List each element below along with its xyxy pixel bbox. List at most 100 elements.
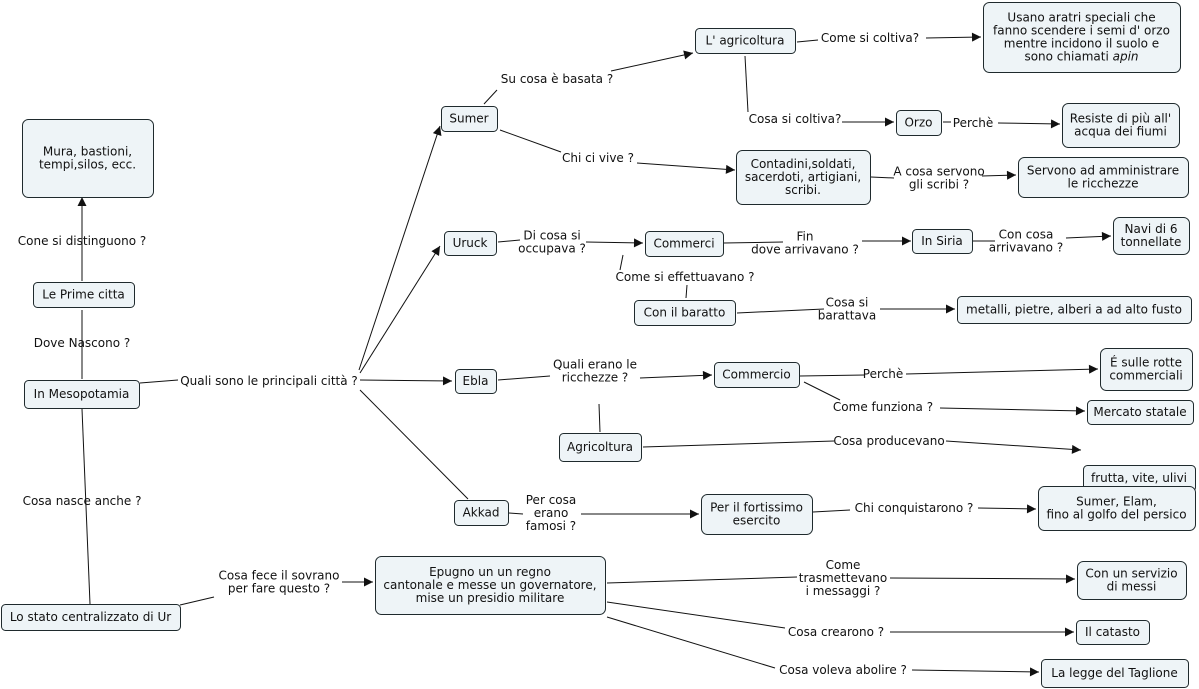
connector-arrow <box>358 125 442 371</box>
connector-line <box>139 379 179 384</box>
concept-node-box <box>1038 486 1196 531</box>
concept-node-taglione[interactable]: La legge del Taglione <box>1041 659 1189 688</box>
concept-node-commerci[interactable]: Commerci <box>645 231 724 257</box>
concept-node-box <box>559 433 642 462</box>
concept-node-box <box>896 110 942 136</box>
link-label-arrivavano-line: arrivavano ? <box>989 241 1063 255</box>
concept-node-messi-line: di messi <box>1107 580 1157 594</box>
concept-node-orzo[interactable]: Orzo <box>896 110 942 136</box>
concept-node-prime-line: Le Prime citta <box>42 288 125 302</box>
concept-node-uruck[interactable]: Uruck <box>444 231 497 256</box>
concept-node-uruck-line: Uruck <box>453 236 488 250</box>
concept-node-catasto[interactable]: Il catasto <box>1076 620 1150 645</box>
concept-node-ebla[interactable]: Ebla <box>455 369 497 394</box>
link-label-perche1-line: Perchè <box>953 116 993 130</box>
concept-node-ur[interactable]: Lo stato centralizzato di Ur <box>1 604 181 631</box>
concept-node-elam-line: Sumer, Elam, <box>1076 495 1157 509</box>
concept-node-box <box>634 300 736 326</box>
concept-node-box <box>24 380 140 409</box>
connector-arrow <box>911 667 1040 677</box>
concept-node-box <box>1087 400 1194 425</box>
concept-node-agri[interactable]: L' agricoltura <box>695 28 796 54</box>
concept-node-frutta[interactable]: frutta, vite, ulivi <box>1083 465 1196 492</box>
concept-node-mercato[interactable]: Mercato statale <box>1087 400 1194 425</box>
concept-node-resiste-line: Resiste di più all' <box>1070 112 1171 126</box>
connector-lines <box>77 32 1112 677</box>
concept-node-contadini-line: Contadini,soldati, <box>751 157 856 171</box>
concept-node-metalli[interactable]: metalli, pietre, alberi a ad alto fusto <box>957 296 1192 324</box>
concept-node-agricoltura[interactable]: Agricoltura <box>559 433 642 462</box>
connector-line <box>598 403 601 433</box>
link-label-principali-line: Quali sono le principali città ? <box>180 374 358 388</box>
link-label-fin_dove-line: dove arrivavano ? <box>751 243 859 257</box>
connector-line <box>359 389 469 500</box>
link-label-distinguono: Cone si distinguono ? <box>18 234 146 248</box>
concept-node-box <box>375 556 606 615</box>
concept-node-taglione-line: La legge del Taglione <box>1051 666 1177 680</box>
connector-arrow <box>585 238 644 248</box>
link-label-messaggi-line: i messaggi ? <box>806 584 881 598</box>
concept-node-baratto[interactable]: Con il baratto <box>634 300 736 326</box>
connector-arrow <box>1065 231 1112 241</box>
concept-node-sumer[interactable]: Sumer <box>441 106 498 132</box>
concept-node-rotte-line: commerciali <box>1109 369 1182 383</box>
link-label-abolire: Cosa voleva abolire ? <box>779 663 907 677</box>
link-label-perche1: Perchè <box>953 116 993 130</box>
connector-line <box>803 381 841 401</box>
concept-node-akkad[interactable]: Akkad <box>454 500 509 526</box>
concept-node-resiste[interactable]: Resiste di più all'acqua dei fiumi <box>1062 103 1180 148</box>
link-label-producevano-line: Cosa producevano <box>833 434 944 448</box>
concept-node-box <box>1018 157 1189 198</box>
link-label-nasce_anche: Cosa nasce anche ? <box>23 494 142 508</box>
concept-node-contadini-line: scribi. <box>785 183 821 197</box>
concept-node-siria[interactable]: In Siria <box>912 229 973 254</box>
concept-node-commercio[interactable]: Commercio <box>714 362 800 388</box>
connector-line <box>619 254 624 271</box>
link-label-sovrano-line: Cosa fece il sovrano <box>219 569 340 583</box>
connector-line <box>736 308 825 314</box>
link-label-barattava-line: Cosa si <box>826 296 869 310</box>
link-label-ricchezze-line: ricchezze ? <box>562 371 629 385</box>
connector-line <box>483 89 498 105</box>
concept-node-mura-line: tempi,silos, ecc. <box>39 158 136 172</box>
concept-node-box <box>455 369 497 394</box>
concept-node-akkad-line: Akkad <box>463 506 500 520</box>
link-label-principali: Quali sono le principali città ? <box>180 374 358 388</box>
concept-node-box <box>454 500 509 526</box>
concept-node-box <box>441 106 498 132</box>
concept-node-mercato-line: Mercato statale <box>1093 405 1186 419</box>
concept-node-epugno-line: cantonale e messe un governatore, <box>383 578 596 592</box>
concept-node-messi-line: Con un servizio <box>1085 567 1177 581</box>
concept-node-box <box>444 231 497 256</box>
concept-node-epugno-line: Epugno un un regno <box>429 565 551 579</box>
link-label-basata-line: Su cosa è basata ? <box>501 72 613 86</box>
link-label-scribi-line: gli scribi ? <box>909 178 969 192</box>
concept-node-siria-line: In Siria <box>921 234 963 248</box>
concept-node-elam-line: fino al golfo del persico <box>1046 508 1186 522</box>
link-label-vive-line: Chi ci vive ? <box>562 151 634 165</box>
concept-node-box <box>695 28 796 54</box>
connector-arrow <box>981 170 1017 180</box>
connector-line <box>499 129 562 153</box>
link-label-conquistarono: Chi conquistarono ? <box>855 501 974 515</box>
concept-node-meso[interactable]: In Mesopotamia <box>24 380 140 409</box>
connector-line <box>606 616 776 669</box>
concept-node-prime[interactable]: Le Prime citta <box>33 282 135 308</box>
concept-node-contadini[interactable]: Contadini,soldati,sacerdoti, artigiani,s… <box>736 150 871 205</box>
link-label-ricchezze-line: Quali erano le <box>553 358 637 372</box>
concept-node-mura-line: Mura, bastioni, <box>43 145 132 159</box>
connector-line <box>606 576 798 584</box>
connector-arrow <box>610 50 694 72</box>
concept-node-elam[interactable]: Sumer, Elam,fino al golfo del persico <box>1038 486 1196 531</box>
concept-node-mura[interactable]: Mura, bastioni,tempi,silos, ecc. <box>22 119 154 198</box>
